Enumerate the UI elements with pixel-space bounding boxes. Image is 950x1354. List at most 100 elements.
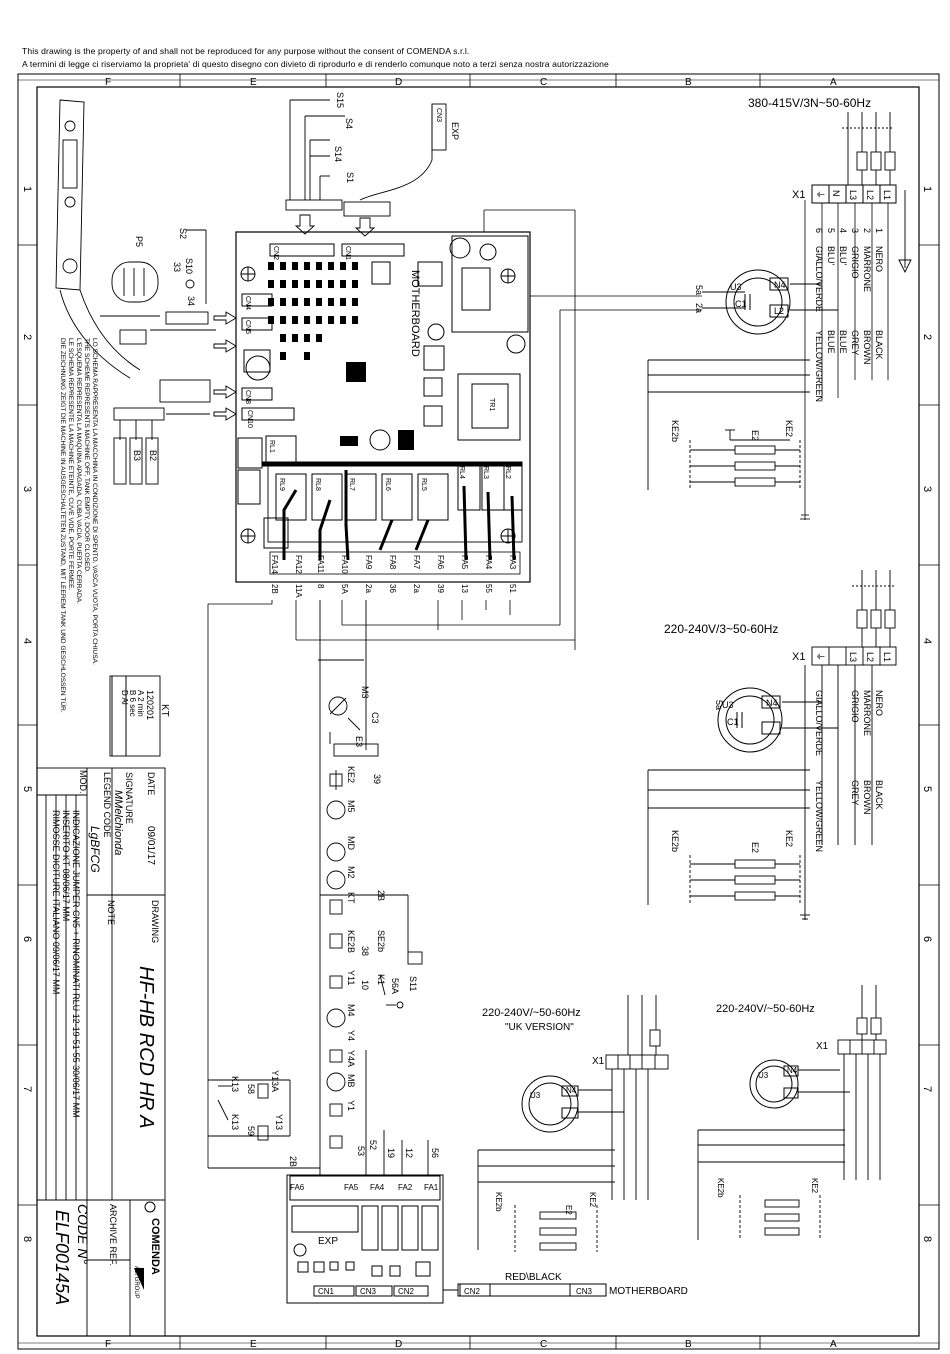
- ladder-y11: Y11: [346, 970, 356, 985]
- ladder-kt: KT: [346, 892, 356, 904]
- exp-cn3: CN3: [360, 1287, 377, 1296]
- tp-wire-grey: GREY: [850, 780, 860, 806]
- rl1-label: RL1: [268, 440, 275, 453]
- rl6-label: RL6: [384, 478, 391, 491]
- tp-terminal-l3: L3: [848, 652, 858, 662]
- ladder-k13-b: K13: [230, 1114, 240, 1130]
- cable-cn3: CN3: [576, 1287, 593, 1296]
- ladder-md: MD: [346, 836, 356, 850]
- col-label-f: F: [105, 77, 111, 88]
- rl2-label: RL2: [504, 466, 511, 479]
- x1-label-single: X1: [816, 1041, 829, 1052]
- wire-en-yellowgreen: YELLOW/GREEN: [814, 330, 824, 402]
- wire-it-marrone: MARRONE: [862, 246, 872, 292]
- copyright-notice-it: A termini di legge ci riserviamo la prop…: [22, 59, 609, 69]
- kt-row-b: B 6 sec: [128, 690, 137, 717]
- fa4-label: FA4: [484, 555, 493, 570]
- label-n4-main: N4: [774, 280, 786, 290]
- single-phase-supply-label: 220-240V/~50-60Hz: [716, 1003, 815, 1015]
- label-5a-main: 5a: [694, 285, 704, 295]
- ladder-y1: Y1: [346, 1100, 356, 1111]
- schema-note-de: DIE ZEICHNUNG ZEIGT DIE MACHINE IN AUSGE…: [59, 338, 67, 713]
- col-label-d-bottom: D: [395, 1339, 402, 1350]
- wire-8-board: 8: [316, 584, 325, 589]
- label-2a-main: 2a: [694, 303, 704, 313]
- three-phase-section: 220-240V/3~50-60Hz X1 ⏚ L3 L2 L1 NERO MA…: [647, 570, 897, 920]
- row-label-2: 2: [21, 334, 33, 340]
- exp-fa6: FA6: [290, 1183, 305, 1192]
- wire-5a-board: 5A: [340, 584, 349, 594]
- tp-wire-brown: BROWN: [862, 780, 872, 815]
- uk-section: 220-240V/~50-60Hz "UK VERSION" X1 U3 N4: [477, 995, 669, 1252]
- label-e2-uk: E2: [564, 1205, 573, 1215]
- cn2-label: CN2: [272, 246, 279, 260]
- red-black-label: RED\BLACK: [505, 1272, 562, 1283]
- tb-signature: MMelchionda: [112, 790, 124, 855]
- ladder-m2: M2: [346, 866, 356, 879]
- row-label-7: 7: [21, 1086, 33, 1092]
- tp-wire-marrone: MARRONE: [862, 690, 872, 736]
- s10-label: S10: [184, 258, 194, 274]
- label-ke2-main: KE2: [784, 420, 794, 437]
- kt-header: 120201: [145, 690, 155, 720]
- fa10-label: FA10: [340, 555, 349, 574]
- x1-label-uk: X1: [592, 1056, 605, 1067]
- ladder-wire-38: 38: [360, 946, 370, 956]
- ladder-se2b: SE2b: [376, 930, 386, 952]
- main-supply-label: 380-415V/3N~50-60Hz: [748, 96, 871, 110]
- wire-num-5: 5: [826, 228, 836, 233]
- rl3-label: RL3: [482, 466, 489, 479]
- label-e2-main: E2: [750, 430, 760, 441]
- col-label-e-bottom: E: [250, 1339, 257, 1350]
- exp-fa4: FA4: [370, 1183, 385, 1192]
- label-n4-uk: N4: [566, 1086, 577, 1095]
- ladder-wire-2b-bottom: 2B: [288, 1156, 298, 1167]
- ladder-k13-a: K13: [230, 1076, 240, 1092]
- ladder-wire-2b: 2B: [376, 890, 386, 901]
- ladder-m4: M4: [346, 1004, 356, 1017]
- wire-num-1: 1: [874, 228, 884, 233]
- motherboard-ref-label: MOTHERBOARD: [609, 1286, 688, 1297]
- ladder-c3: C3: [370, 712, 380, 724]
- schema-note-en: THE SCHEME REPRESENTS MACHINE OFF, TANK …: [83, 338, 90, 573]
- ladder-s11: S11: [408, 976, 418, 991]
- ladder-wire-52: 52: [368, 1140, 378, 1150]
- col-label-b: B: [685, 77, 692, 88]
- kt-row-a: A 2 min: [136, 690, 145, 717]
- single-phase-section: 220-240V/~50-60Hz X1 U3 N4: [697, 985, 887, 1240]
- label-33: 33: [172, 262, 182, 272]
- row-label-3-right: 3: [921, 486, 933, 492]
- terminal-l3: L3: [848, 190, 858, 200]
- wire-it-blu-2: BLU': [826, 246, 836, 266]
- row-label-4: 4: [21, 638, 33, 644]
- tb-signature-label: SIGNATURE: [124, 772, 134, 824]
- terminal-block-main: [811, 184, 897, 204]
- tp-wire-gialloverde: GIALLO/VERDE: [814, 690, 824, 756]
- cn1-label: CN1: [344, 246, 351, 260]
- switch-s4-label: S4: [344, 118, 354, 129]
- fa9-label: FA9: [364, 555, 373, 570]
- label-u3-uk: U3: [530, 1091, 541, 1100]
- x1-label-main: X1: [792, 189, 805, 201]
- control-ladder: [208, 600, 429, 1175]
- label-u3-tp: U3: [722, 700, 734, 710]
- top-switches: [285, 99, 447, 237]
- main-power-section: 380-415V/3N~50-60Hz X1 ⏚ N L3 L2 L1: [647, 96, 912, 520]
- b2-label: B2: [148, 450, 158, 461]
- col-label-c-bottom: C: [540, 1339, 547, 1350]
- tb-drawing-label: DRAWING: [150, 900, 160, 943]
- wire-39-board: 39: [436, 584, 445, 593]
- heater-block-main: [647, 359, 810, 490]
- uk-supply-label: 220-240V/~50-60Hz: [482, 1007, 581, 1019]
- label-ke2-tp: KE2: [784, 830, 794, 847]
- col-label-c: C: [540, 77, 547, 88]
- label-ke2b-main: KE2b: [670, 420, 680, 442]
- ladder-wire-58: 58: [246, 1084, 256, 1094]
- wire-2b-board: 2B: [270, 584, 279, 594]
- tb-note-label: NOTE: [106, 900, 116, 925]
- wire-2a-board-1: 2a: [364, 584, 373, 593]
- wire-it-gialloverde: GIALLO/VERDE: [814, 246, 824, 312]
- exp-cn1: CN1: [318, 1287, 335, 1296]
- switch-s2-s10: [159, 229, 237, 421]
- kt-row-d: D Al: [120, 690, 129, 705]
